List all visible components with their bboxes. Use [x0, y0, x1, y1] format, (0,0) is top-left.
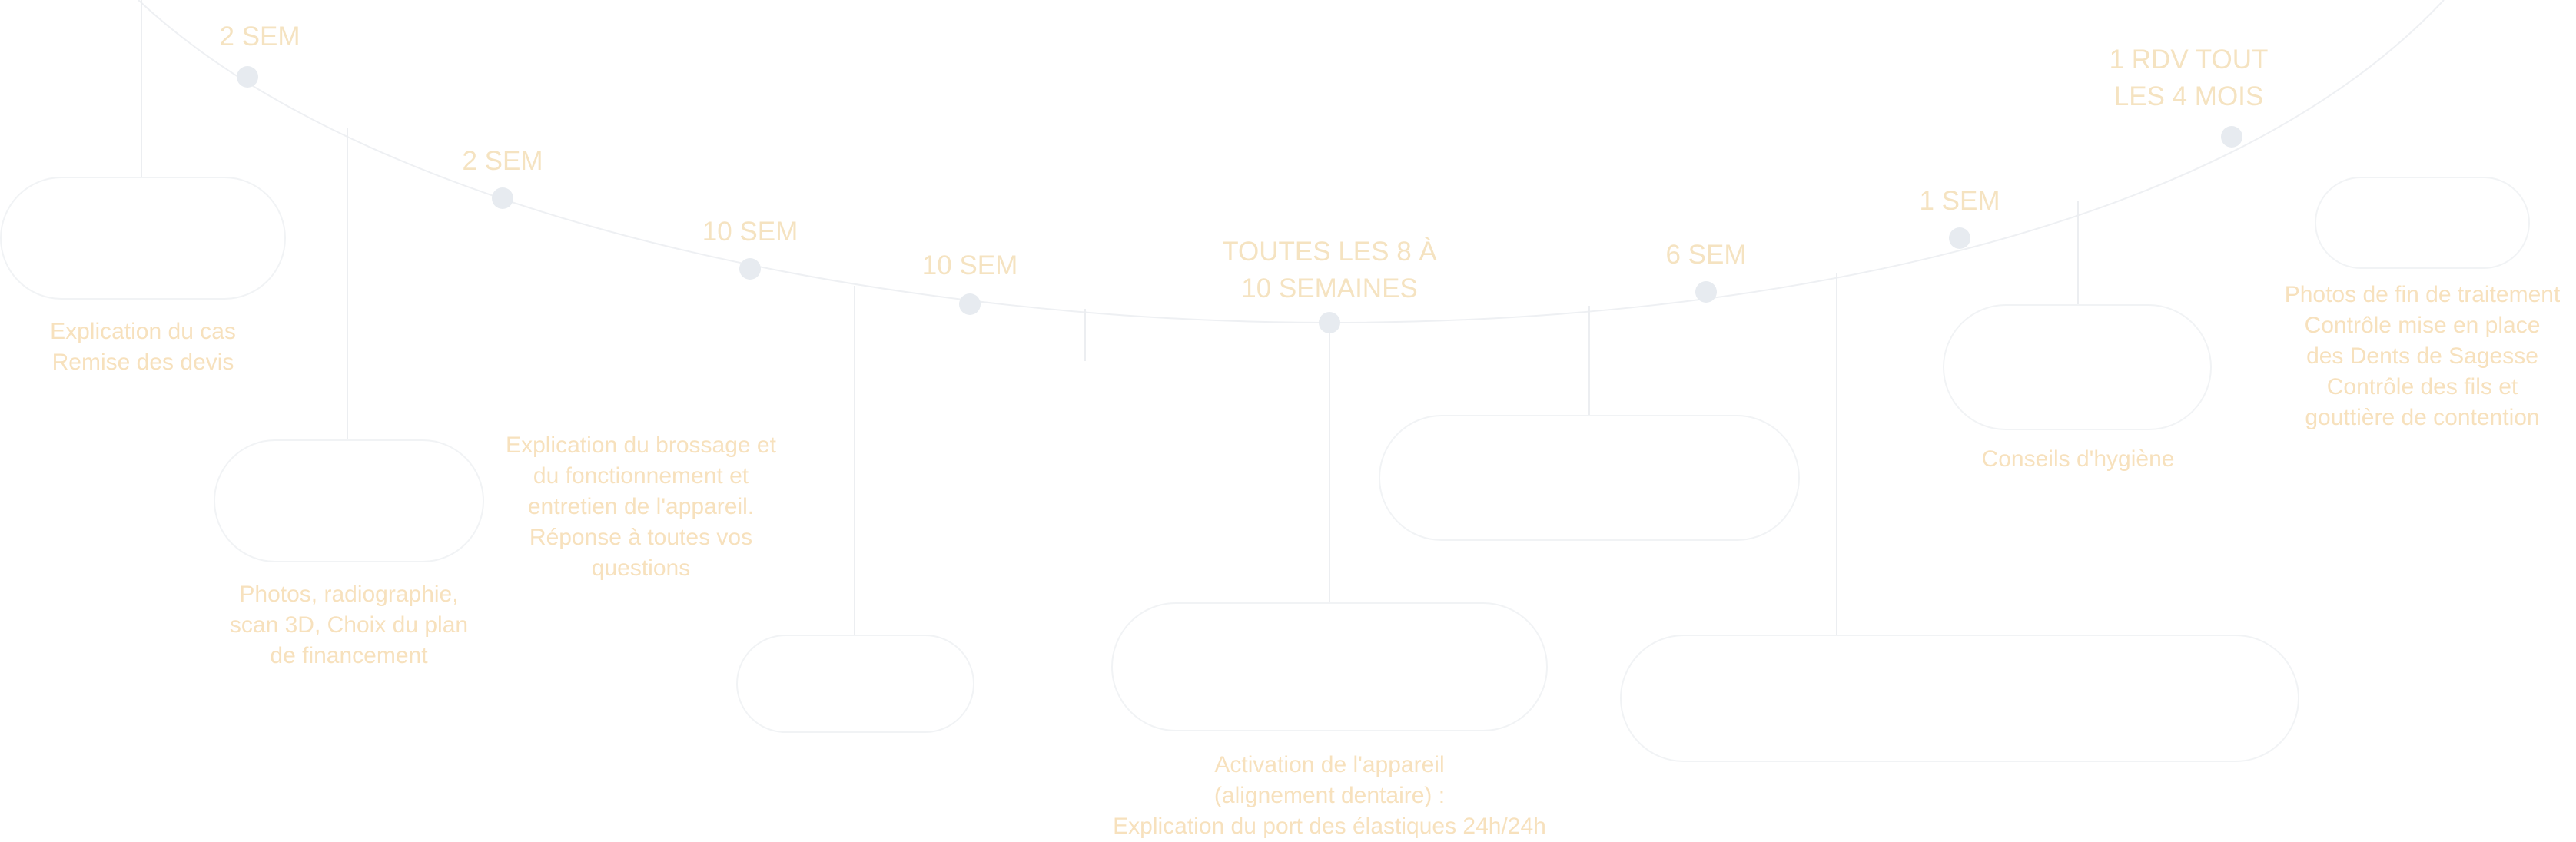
- interval-label-7: 1 SEM: [1919, 183, 2000, 220]
- description-line: (alignement dentaire) :: [1213, 783, 1446, 808]
- description-line: Explication du port des élastiques 24h/2…: [1113, 814, 1546, 839]
- timeline-dot-3: [739, 258, 761, 280]
- description-line: questions: [591, 555, 691, 581]
- timeline-dot-6: [1695, 281, 1717, 303]
- description-line: Photos de fin de traitement: [2284, 282, 2561, 307]
- description-line: Activation de l'appareil: [1214, 752, 1445, 777]
- timeline-dot-5: [1319, 312, 1340, 333]
- timeline-dot-2: [492, 187, 513, 209]
- interval-label-text: 10 SEMAINES: [1241, 273, 1418, 303]
- interval-label-text: TOUTES LES 8 À: [1222, 237, 1437, 267]
- interval-label-1: 2 SEM: [219, 18, 300, 55]
- step-pill-8: [2315, 177, 2530, 269]
- description-line: des Dents de Sagesse: [2306, 343, 2538, 369]
- description-line: Explication du brossage et: [506, 433, 776, 458]
- interval-label-text: 1 RDV TOUT: [2109, 45, 2269, 75]
- interval-label-3: 10 SEM: [702, 214, 798, 250]
- step-pill-5: [1379, 415, 1800, 541]
- step-description-4: Activation de l'appareil (alignement den…: [1113, 750, 1546, 842]
- description-line: entretien de l'appareil.: [527, 494, 755, 519]
- interval-label-text: 6 SEM: [1665, 240, 1747, 270]
- step-description-1: Explication du cas Remise des devis: [50, 317, 236, 378]
- timeline-dot-1: [237, 66, 258, 88]
- description-line: Réponse à toutes vos: [529, 525, 753, 550]
- step-pill-7: [1943, 304, 2212, 430]
- interval-label-text: 1 SEM: [1919, 186, 2000, 216]
- step-description-6: Photos de fin de traitement Contrôle mis…: [2285, 280, 2561, 433]
- step-description-2: Photos, radiographie, scan 3D, Choix du …: [230, 579, 468, 671]
- step-description-3: Explication du brossage et du fonctionne…: [506, 430, 776, 584]
- description-line: scan 3D, Choix du plan: [229, 612, 469, 638]
- interval-label-text: LES 4 MOIS: [2113, 81, 2264, 111]
- description-line: gouttière de contention: [2305, 405, 2540, 430]
- interval-label-text: 2 SEM: [219, 22, 300, 51]
- description-line: de financement: [270, 643, 428, 668]
- interval-label-6: 6 SEM: [1665, 237, 1746, 273]
- interval-label-text: 2 SEM: [462, 146, 543, 176]
- timeline-dot-7: [1949, 227, 1970, 249]
- interval-label-8: 1 RDV TOUT LES 4 MOIS: [2110, 41, 2269, 115]
- interval-label-4: 10 SEM: [922, 247, 1018, 284]
- description-line: Photos, radiographie,: [239, 582, 459, 607]
- interval-label-text: 10 SEM: [921, 250, 1018, 280]
- interval-label-5: TOUTES LES 8 À 10 SEMAINES: [1222, 234, 1436, 307]
- description-line: Contrôle des fils et: [2326, 374, 2518, 399]
- step-pill-6: [1620, 635, 2299, 762]
- description-line: Contrôle mise en place: [2304, 313, 2541, 338]
- description-line: du fonctionnement et: [533, 463, 749, 489]
- description-line: Remise des devis: [51, 350, 234, 375]
- step-pill-2: [214, 439, 484, 562]
- step-pill-4: [1111, 602, 1548, 731]
- step-pill-3: [736, 635, 974, 733]
- step-description-5: Conseils d'hygiène: [1982, 444, 2175, 475]
- description-line: Conseils d'hygiène: [1981, 446, 2175, 472]
- step-pill-1: [0, 177, 286, 300]
- timeline-dot-4: [959, 293, 981, 315]
- interval-label-2: 2 SEM: [462, 143, 543, 180]
- description-line: Explication du cas: [50, 319, 236, 344]
- interval-label-text: 10 SEM: [702, 217, 798, 247]
- timeline-dot-8: [2221, 126, 2242, 148]
